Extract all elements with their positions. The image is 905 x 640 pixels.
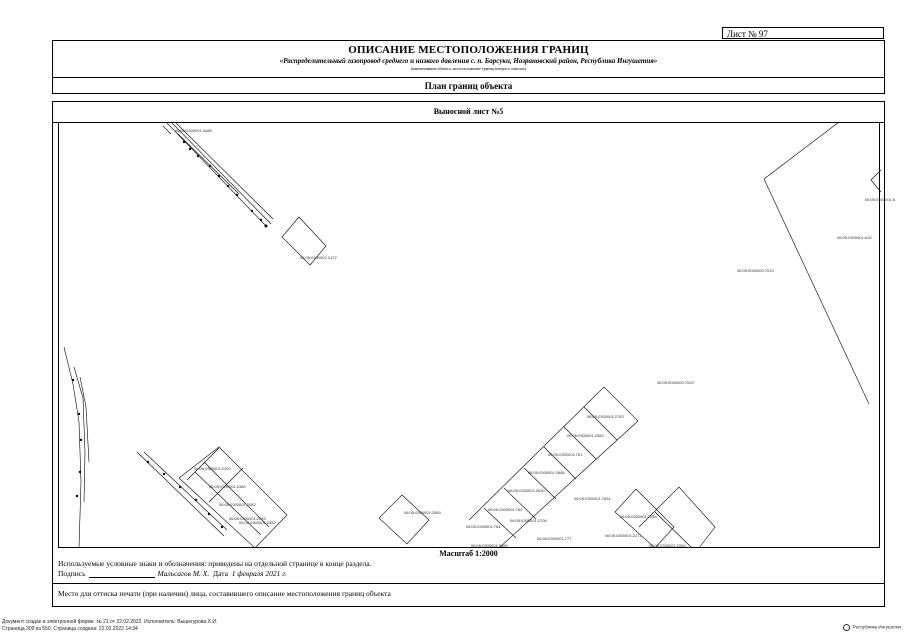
parcel-label: 06:05:0300001:2082 [567, 433, 604, 438]
map-scale: Масштаб 1:2000 [439, 549, 498, 558]
legend-note: Используемые условные знаки и обозначени… [58, 559, 372, 568]
signature-line [88, 569, 155, 578]
plan-frame: Выносной лист №5 [52, 101, 896, 607]
parcel-label: 06:05:0300001:2300 [194, 466, 231, 471]
map-drawing: 06:05:0300001:3485 06:05:0300001:1472 06… [63, 121, 896, 549]
plan-title: План границ объекта [53, 77, 884, 95]
parcel-label: 06:05:0300001:2264 [649, 543, 686, 548]
parcel-label: 06:05:0300001:761 [548, 452, 583, 457]
object-name: «Распределительный газопровод среднего и… [279, 57, 658, 65]
footer-brand: Республика Ингушетия [842, 624, 901, 631]
parcel-label: 06:05:0300001:2084 [620, 514, 657, 519]
parcel-label: 06:05:0300001:2380 [209, 484, 246, 489]
document-title: ОПИСАНИЕ МЕСТОПОЛОЖЕНИЯ ГРАНИЦ [348, 44, 589, 56]
pipeline-corridor-bottom [136, 451, 225, 537]
parcel-1472 [281, 216, 327, 266]
parcel-label: 06:05:0000000:7020 [657, 380, 694, 385]
parcel-2589 [378, 494, 430, 545]
stamp-area: Место для оттиска печати (при наличии) л… [53, 583, 884, 607]
signature-name: Мальсагов М. Х. [157, 569, 210, 578]
footer-brand-text: Республика Ингушетия [852, 624, 901, 630]
date-label: Дата [213, 569, 228, 578]
parcel-label: 06:05:0300001:3485 [175, 128, 212, 133]
date-value: 1 февраля 2021 г. [231, 569, 287, 578]
parcel-block-center [468, 386, 639, 549]
parcel-label: 06:05:0300001:769 [488, 507, 523, 512]
parcel-label: 06:05:0300001:2589 [404, 510, 441, 515]
parcel-label: 06:05:0300001:2763 [587, 414, 624, 419]
parcel-label: 06:05:0300001:2382 [239, 520, 276, 525]
parcel-label: 06:05:0300001:2271 [605, 533, 642, 538]
parcel-label: 06:05:0300001:2688 [528, 470, 565, 475]
parcel-label: 06:05:0300001:2630 [508, 488, 545, 493]
object-name-caption: (наименование объекта, местоположение гр… [410, 66, 527, 71]
parcel-boundary-right [763, 121, 840, 180]
emblem-icon [842, 624, 850, 631]
parcel-label: 06:05:0000000:7013 [737, 268, 774, 273]
parcel-label: 06:05:0300001:1472 [300, 255, 337, 260]
parcel-label: 06:05:0300001:6 [865, 197, 896, 202]
parcel-label: 06:05:0300001:764 [466, 524, 501, 529]
footer-line-1: Документ создан в электронной форме. № 2… [2, 619, 218, 625]
parcel-label: 06:05:0300001:2706 [510, 518, 547, 523]
signature-label: Подпись [58, 569, 86, 578]
signature-row: Подпись Мальсагов М. Х. Дата 1 февраля 20… [58, 569, 287, 578]
parcel-labels: 06:05:0300001:3485 06:05:0300001:1472 06… [175, 128, 896, 548]
footer-line-2: Страница 309 из 550. Страница создана: 2… [2, 626, 138, 632]
sheet-number: Лист № 97 [722, 27, 884, 39]
parcel-label: 06:05:0300001:2083 [229, 516, 266, 521]
document-footer: Документ создан в электронной форме. № 2… [2, 619, 217, 633]
document-header: ОПИСАНИЕ МЕСТОПОЛОЖЕНИЯ ГРАНИЦ «Распреде… [52, 40, 885, 94]
parcel-label: 06:05:0300001:619 [837, 235, 872, 240]
parcel-block-left [178, 446, 288, 549]
pipeline-corridor-top [162, 121, 274, 228]
parcel-block-right [614, 486, 716, 549]
parcel-label: 06:05:0300001:777 [537, 536, 572, 541]
sheet-heading: Выносной лист №5 [53, 102, 884, 123]
pipeline-points-top [182, 140, 268, 228]
parcel-label: 06:05:0300001:2082 [219, 502, 256, 507]
cadastral-map: 06:05:0300001:3485 06:05:0300001:1472 06… [58, 121, 896, 549]
parcel-label: 06:05:0300001:7631 [574, 496, 611, 501]
road-left [63, 346, 82, 549]
parcel-label: 06:05:0300001:2089 [471, 543, 508, 548]
